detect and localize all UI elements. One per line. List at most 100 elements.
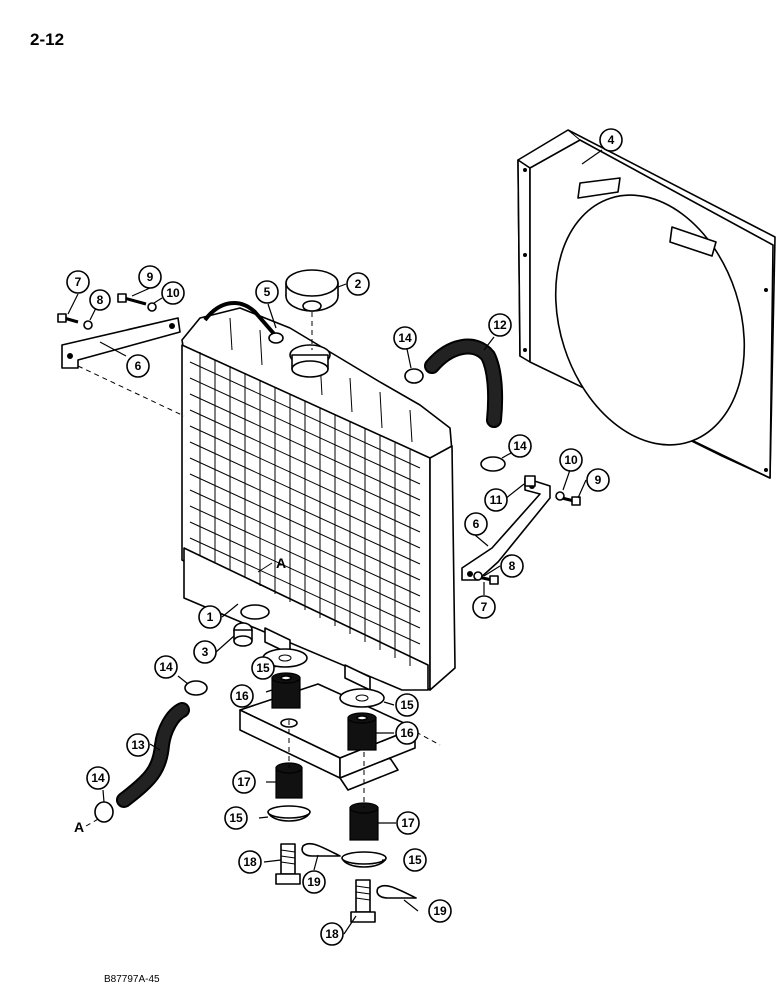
isolator-17-right [349,802,379,841]
callout-7-left: 7 [66,270,90,294]
callout-14-lower-engine: 14 [86,766,110,790]
svg-text:17: 17 [237,775,251,789]
callout-17-right: 17 [396,811,420,835]
svg-text:7: 7 [75,275,82,289]
callout-2: 2 [346,272,370,296]
svg-text:11: 11 [490,493,503,507]
callout-10-left: 10 [161,281,185,305]
svg-text:17: 17 [401,816,415,830]
callout-17-left: 17 [232,770,256,794]
hose-clamp-upper-radiator [404,368,424,384]
svg-text:1: 1 [207,610,214,624]
svg-text:14: 14 [159,660,173,674]
bolt-9-left [117,293,147,306]
leader-lines [67,149,603,935]
figure-code: B87797A-45 [104,974,160,985]
svg-text:6: 6 [135,359,142,373]
hose-clamp-upper-engine [480,456,506,472]
overflow-fitting [268,332,284,344]
svg-text:16: 16 [235,689,249,703]
svg-text:19: 19 [433,904,447,918]
callout-4: 4 [599,128,623,152]
callout-15-upper-left: 15 [251,656,275,680]
callout-15-lower-left: 15 [224,806,248,830]
bolt-18-right [350,879,376,923]
callout-14-upper-radiator: 14 [393,326,417,350]
bolt-18-left [275,843,301,885]
svg-text:18: 18 [325,927,339,941]
hairpin-19-left [301,842,341,857]
callout-16-right: 16 [395,721,419,745]
callout-6-right: 6 [464,512,488,536]
reference-letter-a-hose: A [74,819,84,835]
callout-7-right: 7 [472,595,496,619]
overflow-tube [203,300,277,337]
lower-support-bracket [239,683,416,791]
svg-text:18: 18 [243,855,257,869]
isolator-16-left [271,672,301,709]
callout-10-right: 10 [559,448,583,472]
radiator-cap [285,269,339,312]
fan-shroud [517,129,776,479]
svg-text:5: 5 [264,285,271,299]
svg-text:15: 15 [229,811,243,825]
washer-8-right [473,571,483,581]
washer-15-upper-right [339,688,385,708]
callout-15-lower-right: 15 [403,848,427,872]
svg-text:8: 8 [509,559,516,573]
radiator-assembly: A [181,307,456,691]
mounting-bracket-left [61,317,181,369]
nut-11 [524,475,536,487]
svg-text:16: 16 [400,726,414,740]
washer-10-right [555,491,565,501]
callout-13: 13 [126,733,150,757]
callout-18-left: 18 [238,850,262,874]
svg-text:15: 15 [400,698,414,712]
callout-11: 11 [484,488,508,512]
svg-text:9: 9 [595,473,602,487]
callout-12: 12 [488,313,512,337]
callout-16-left: 16 [230,684,254,708]
svg-text:4: 4 [608,133,615,147]
svg-text:12: 12 [493,318,507,332]
hairpin-19-right [376,884,417,899]
callout-8-right: 8 [500,554,524,578]
svg-text:2: 2 [355,277,362,291]
callout-6-left: 6 [126,354,150,378]
washer-8-left [83,320,93,330]
reference-letter-a-radiator: A [276,555,286,571]
callout-3: 3 [193,640,217,664]
callout-18-right: 18 [320,922,344,946]
callout-19-left: 19 [302,870,326,894]
svg-text:13: 13 [131,738,145,752]
callout-1: 1 [198,605,222,629]
lower-hose [116,702,190,808]
bolt-7-left [57,313,79,324]
hose-clamp-lower-radiator [184,680,208,696]
svg-text:14: 14 [513,439,527,453]
isolator-16-right [347,712,377,751]
callout-19-right: 19 [428,899,452,923]
callout-9-right: 9 [586,468,610,492]
svg-text:14: 14 [398,331,412,345]
callout-5: 5 [255,280,279,304]
isolator-17-left [275,762,303,799]
svg-text:6: 6 [473,517,480,531]
radiator-core-grid [189,352,421,666]
upper-hose [424,338,504,428]
callout-15-upper-right: 15 [395,693,419,717]
svg-text:8: 8 [97,293,104,307]
svg-text:15: 15 [408,853,422,867]
callout-14-upper-engine: 14 [508,434,532,458]
svg-text:3: 3 [202,645,209,659]
svg-text:7: 7 [481,600,488,614]
svg-text:19: 19 [307,875,321,889]
callout-8-left: 8 [89,289,111,311]
svg-text:9: 9 [147,270,154,284]
page-number: 2-12 [30,30,65,49]
drain-valve [233,622,253,647]
svg-text:14: 14 [91,771,105,785]
svg-text:10: 10 [166,286,180,300]
washer-10-left [147,302,157,312]
